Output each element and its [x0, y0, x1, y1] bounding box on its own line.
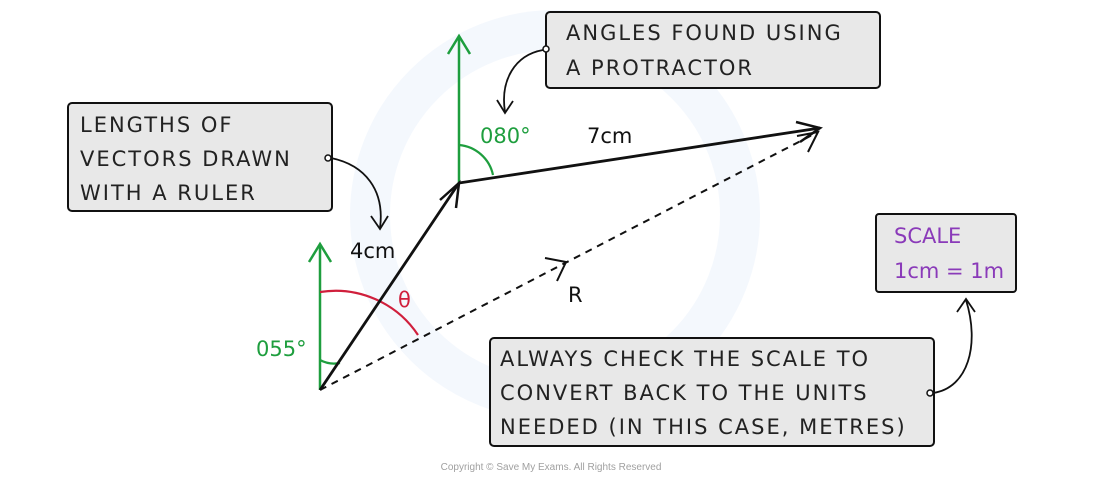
ruler-callout-box [67, 102, 333, 212]
bearing-2-arc [458, 143, 495, 176]
scale-callout: SCALE 1cm = 1m [875, 213, 1017, 293]
ruler-callout-line-1: LENGTHS OF [80, 113, 233, 137]
vector-1-length-label: 4cm [350, 239, 395, 263]
ruler-callout: LENGTHS OF VECTORS DRAWN WITH A RULER [67, 102, 389, 231]
units-callout-line-2: CONVERT BACK TO THE UNITS [500, 381, 869, 405]
copyright-text: Copyright © Save My Exams. All Rights Re… [441, 462, 662, 473]
scale-callout-box [875, 213, 1017, 293]
protractor-callout: ANGLES FOUND USING A PROTRACTOR [496, 11, 881, 115]
bearing-1-label: 055° [256, 337, 307, 361]
theta-label: θ [398, 288, 411, 312]
ruler-callout-pointer-head [370, 215, 389, 231]
ruler-callout-line-3: WITH A RULER [80, 181, 257, 205]
protractor-callout-line-1: ANGLES FOUND USING [566, 21, 843, 45]
protractor-callout-pointer [503, 49, 544, 113]
bearing-2-label: 080° [480, 124, 531, 148]
protractor-callout-dot [542, 45, 550, 53]
units-callout-line-1: ALWAYS CHECK THE SCALE TO [500, 347, 870, 371]
units-callout-dot [926, 389, 934, 397]
north-arrow-1 [307, 241, 333, 390]
ruler-callout-dot [324, 154, 332, 162]
vector-2-length-label: 7cm [587, 124, 632, 148]
scale-value: 1cm = 1m [894, 259, 1004, 283]
protractor-callout-line-2: A PROTRACTOR [566, 56, 754, 80]
north-arrow-2 [446, 33, 472, 183]
units-callout-pointer [932, 299, 973, 394]
units-callout: ALWAYS CHECK THE SCALE TO CONVERT BACK T… [489, 297, 976, 447]
ruler-callout-pointer [330, 157, 382, 229]
protractor-callout-pointer-head [496, 99, 514, 115]
scale-title: SCALE [894, 224, 961, 248]
resultant-label: R [568, 283, 583, 307]
units-callout-pointer-head [956, 297, 976, 313]
units-callout-line-3: NEEDED (IN THIS CASE, METRES) [500, 415, 907, 439]
theta-arc [319, 289, 419, 336]
resultant-vector [319, 130, 820, 391]
ruler-callout-line-2: VECTORS DRAWN [80, 147, 292, 171]
